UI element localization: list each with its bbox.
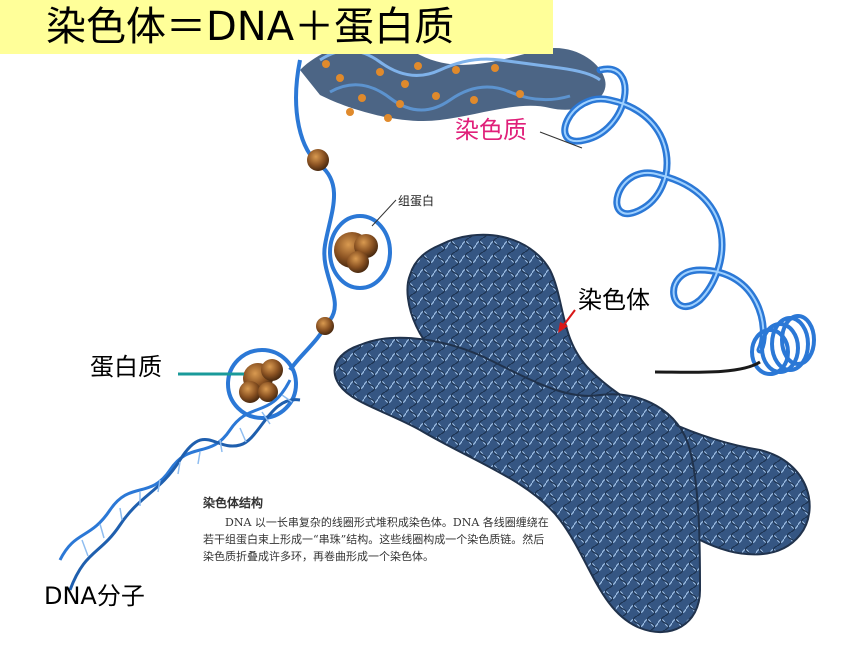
protein-bead — [316, 317, 334, 335]
title-banner: 染色体＝DNA＋蛋白质 — [0, 0, 553, 54]
chromatid-lower-left-arm — [333, 336, 702, 633]
protein-bead — [307, 149, 329, 171]
protein-cluster — [226, 348, 298, 420]
chromosome-pointer-arrowhead — [558, 322, 568, 333]
dna-double-helix — [58, 379, 301, 591]
histone-pointer-line — [371, 199, 397, 227]
x-chromosome — [333, 233, 811, 633]
label-protein: 蛋白质 — [90, 353, 162, 381]
connecting-strand-right — [654, 360, 761, 374]
label-dna-molecule: DNA分子 — [44, 582, 145, 610]
chromatin-pointer-line — [539, 131, 583, 149]
caption-body: DNA 以一长串复杂的线圈形式堆积成染色体。DNA 各线圈缠绕在若干组蛋白束上形… — [203, 516, 549, 563]
label-histone: 组蛋白 — [398, 194, 435, 208]
caption-block: 染色体结构 DNA 以一长串复杂的线圈形式堆积成染色体。DNA 各线圈缠绕在若干… — [203, 494, 553, 565]
label-chromosome: 染色体 — [578, 286, 650, 314]
page-title: 染色体＝DNA＋蛋白质 — [46, 4, 455, 50]
label-chromatin: 染色质 — [455, 116, 527, 144]
beads-string-strand — [288, 59, 337, 372]
histone-cluster — [328, 214, 392, 290]
chromatin-fiber-knot — [300, 43, 606, 122]
solenoid-coil — [750, 314, 816, 376]
caption-title: 染色体结构 — [203, 496, 264, 510]
